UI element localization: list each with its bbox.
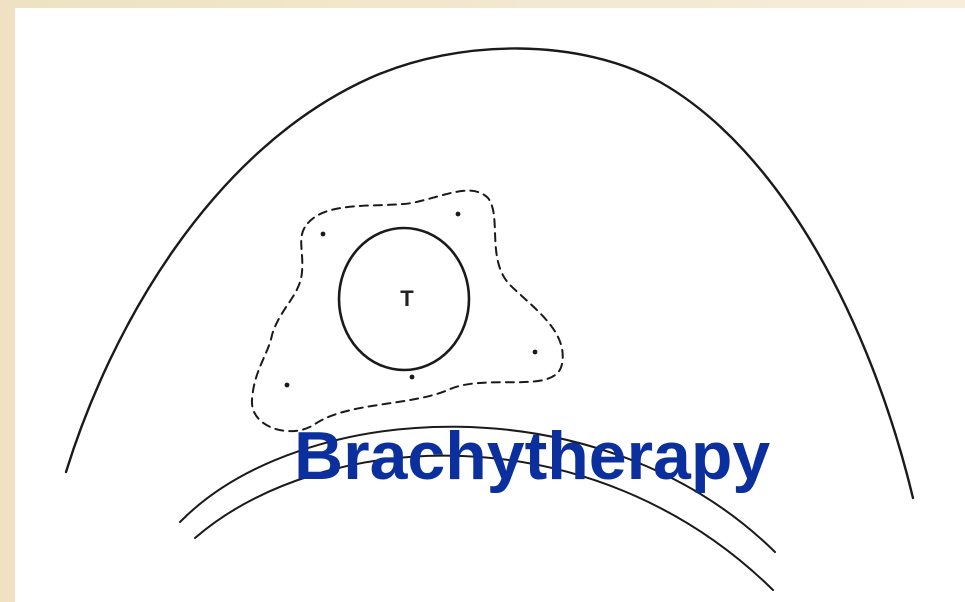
source-dot (533, 350, 538, 355)
source-dot (321, 232, 326, 237)
source-dot (285, 383, 290, 388)
source-dot (410, 375, 415, 380)
tumor-label: T (394, 287, 420, 311)
slide-title: Brachytherapy (294, 416, 770, 496)
source-dot (456, 212, 461, 217)
